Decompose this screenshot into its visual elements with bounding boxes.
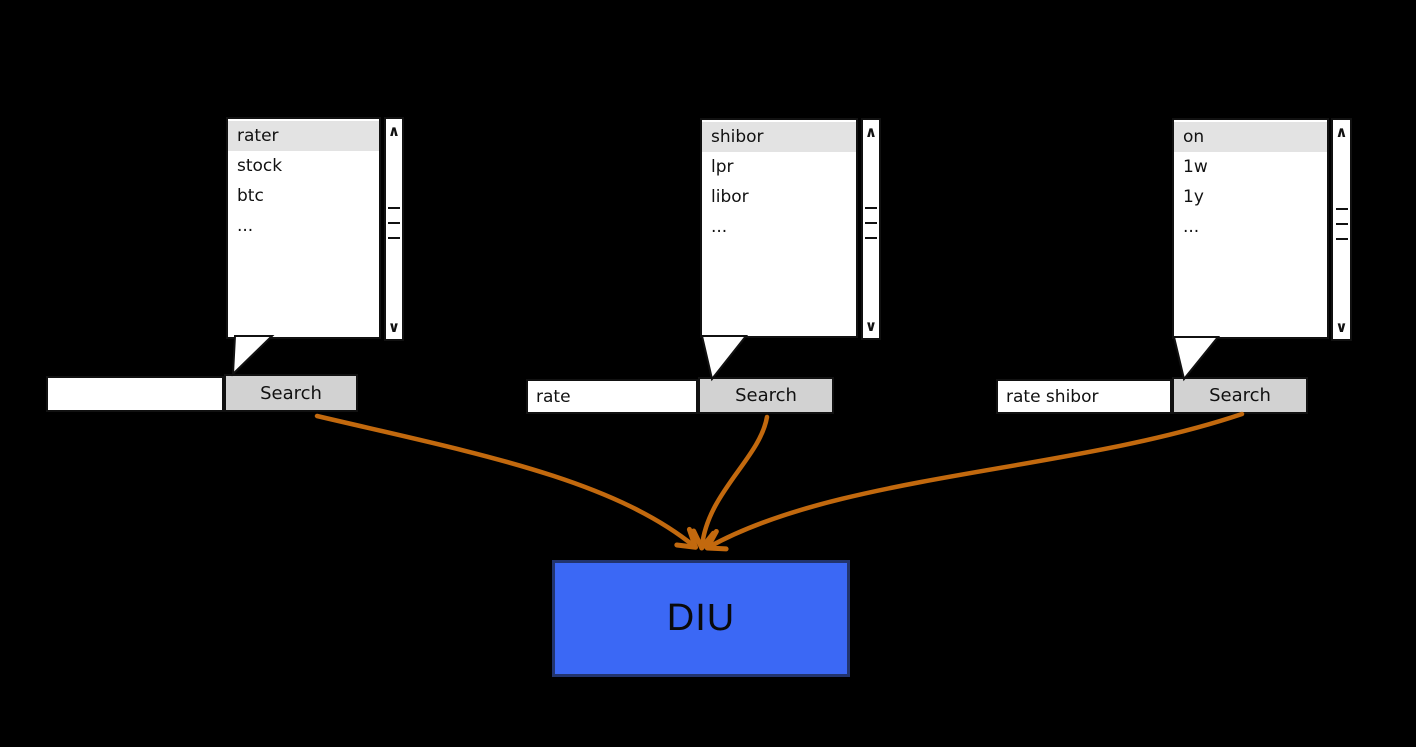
list-item[interactable]: libor xyxy=(711,187,749,207)
connector-arrow-right xyxy=(704,411,1245,552)
list-item[interactable]: ... xyxy=(237,216,254,236)
list-item[interactable]: ... xyxy=(711,217,728,237)
list-item-selected[interactable]: rater xyxy=(228,121,379,151)
scrollbar-down-icon[interactable]: ∨ xyxy=(1335,318,1348,336)
list-item-selected[interactable]: shibor xyxy=(702,122,856,152)
list-item[interactable]: stock xyxy=(237,156,283,176)
connector-arrow-left xyxy=(314,413,699,550)
callout-tail-middle xyxy=(700,335,749,382)
search-button-middle[interactable]: Search xyxy=(698,377,834,414)
diu-node-label: DIU xyxy=(666,597,736,639)
search-input-right[interactable] xyxy=(996,379,1172,414)
scrollbar-up-icon[interactable]: ∧ xyxy=(1335,123,1348,141)
dropdown-list-middle: shibor lpr libor ... xyxy=(700,118,858,338)
search-input-middle[interactable] xyxy=(526,379,698,414)
connector-arrow-middle xyxy=(691,414,770,551)
search-input-left[interactable] xyxy=(46,376,224,412)
scrollbar-grip[interactable] xyxy=(863,207,879,252)
scrollbar-up-icon[interactable]: ∧ xyxy=(387,122,401,140)
scrollbar[interactable]: ∧ ∨ xyxy=(1331,118,1352,341)
scrollbar-grip[interactable] xyxy=(386,207,402,252)
scrollbar[interactable]: ∧ ∨ xyxy=(861,118,881,340)
diu-node: DIU xyxy=(552,560,850,677)
scrollbar-up-icon[interactable]: ∧ xyxy=(864,123,878,141)
search-button-right[interactable]: Search xyxy=(1172,377,1308,414)
list-item[interactable]: lpr xyxy=(711,157,734,177)
dropdown-list-right: on 1w 1y ... xyxy=(1172,118,1329,339)
list-item[interactable]: 1w xyxy=(1183,157,1208,177)
list-item[interactable]: ... xyxy=(1183,217,1200,237)
callout-tail-left xyxy=(231,335,275,377)
list-item-selected[interactable]: on xyxy=(1174,122,1327,152)
scrollbar-down-icon[interactable]: ∨ xyxy=(864,317,878,335)
scrollbar-grip[interactable] xyxy=(1333,207,1350,253)
scrollbar-down-icon[interactable]: ∨ xyxy=(387,318,401,336)
dropdown-list-left: rater stock btc ... xyxy=(226,117,381,339)
search-button-left[interactable]: Search xyxy=(224,374,358,412)
list-item[interactable]: btc xyxy=(237,186,264,206)
list-item[interactable]: 1y xyxy=(1183,187,1204,207)
scrollbar[interactable]: ∧ ∨ xyxy=(384,117,404,341)
callout-tail-right xyxy=(1172,336,1221,382)
